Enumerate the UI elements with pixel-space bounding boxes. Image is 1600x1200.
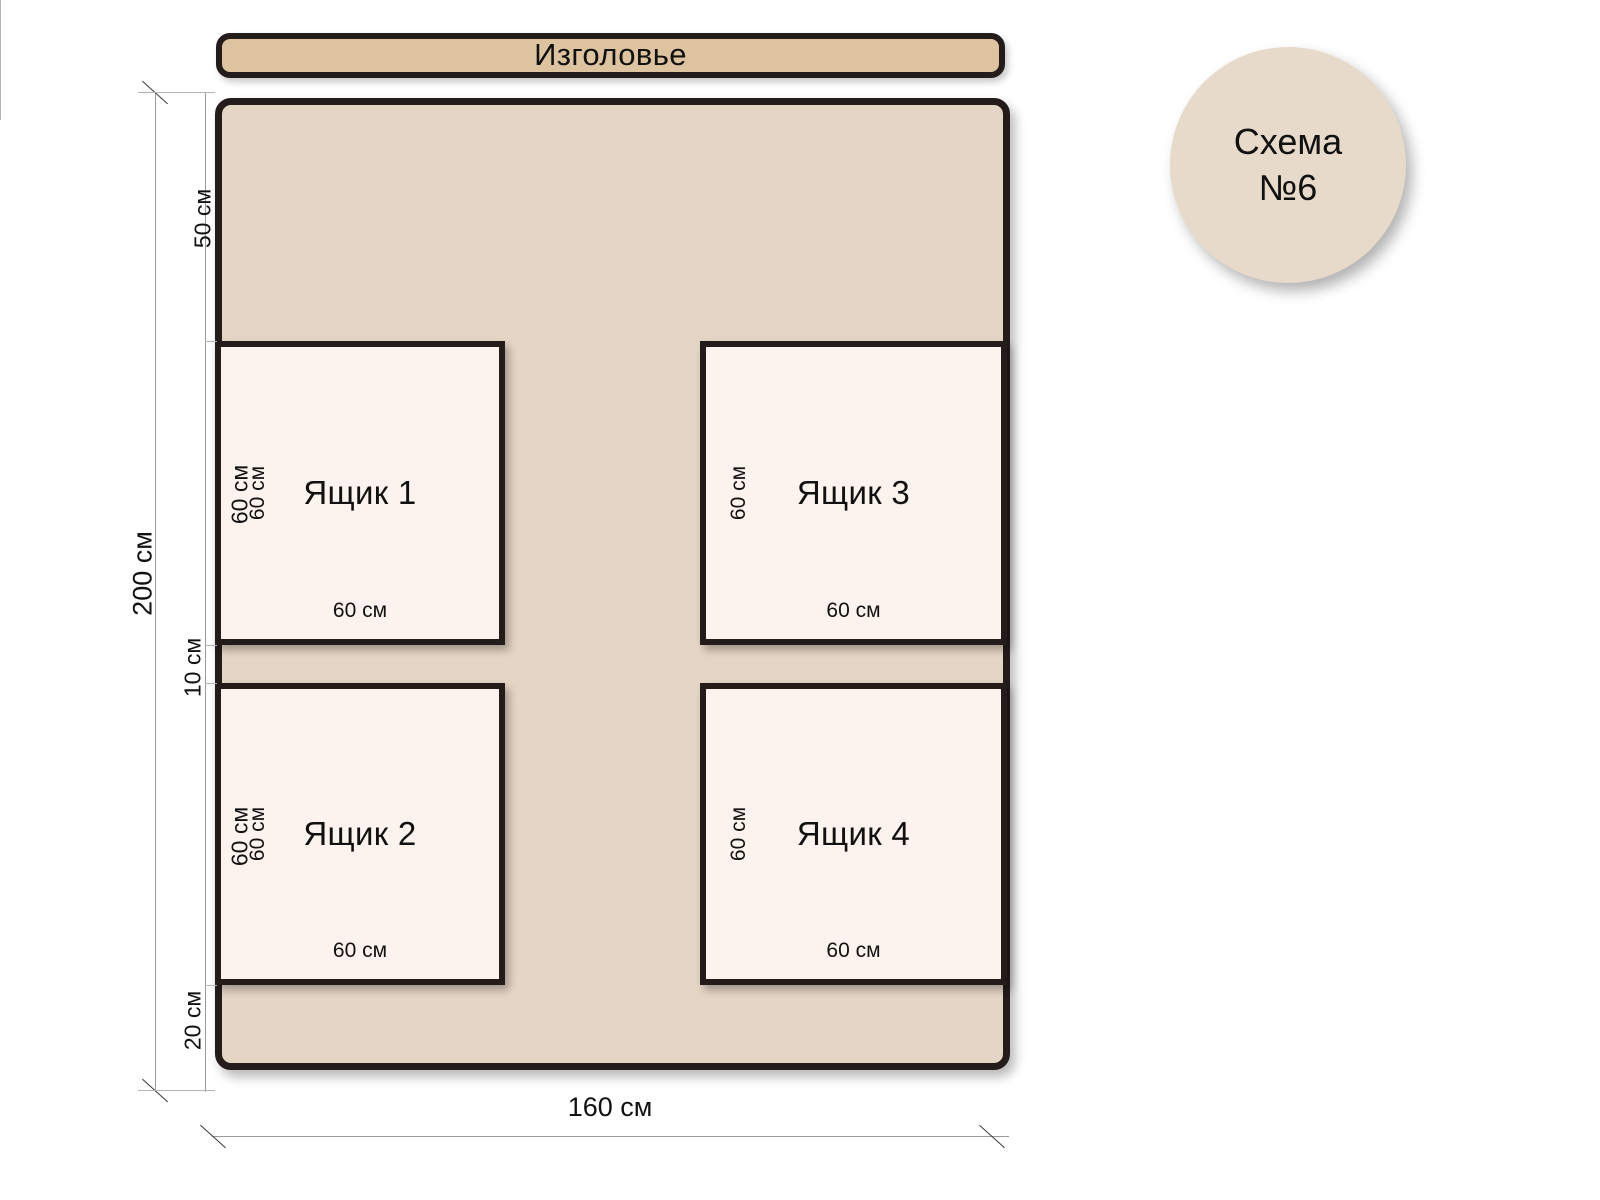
drawer-3-name: Ящик 3 <box>796 474 911 511</box>
witness-line <box>0 60 1 120</box>
drawer-2: 60 см Ящик 2 60 см <box>215 683 505 985</box>
drawer-2-width-label: 60 см <box>332 939 388 962</box>
total-width-label: 160 см <box>567 1092 653 1122</box>
drawer-1-name: Ящик 1 <box>303 474 417 511</box>
drawer-4-name: Ящик 4 <box>796 815 911 852</box>
segment-label-bottom-margin: 20 см <box>179 990 206 1051</box>
drawer-1-width-label: 60 см <box>332 599 388 622</box>
witness-line <box>0 0 1 60</box>
scheme-badge: Схема №6 <box>1170 47 1406 283</box>
segment-label-middle-gap: 10 см <box>179 637 206 698</box>
scheme-badge-number: №6 <box>1258 167 1318 208</box>
total-height-dimension-line <box>155 92 156 1092</box>
total-width-dimension-line <box>212 1136 1009 1137</box>
witness-line <box>205 645 217 646</box>
total-height-label: 200 см <box>127 531 158 616</box>
drawer-4: 60 см Ящик 4 60 см <box>700 683 1007 985</box>
drawer-3-width-label: 60 см <box>826 599 881 622</box>
segment-label-drawer-row-1: 60 см <box>226 464 253 525</box>
drawer-1: 60 см Ящик 1 60 см <box>215 341 505 645</box>
headboard-bar: Изголовье <box>216 33 1005 78</box>
segment-label-top-margin: 50 см <box>189 188 216 249</box>
drawer-4-width-label: 60 см <box>826 939 881 962</box>
witness-line <box>205 683 217 684</box>
scheme-badge-title: Схема <box>1233 121 1343 163</box>
witness-line <box>138 92 215 93</box>
drawer-2-name: Ящик 2 <box>303 815 417 852</box>
headboard-label: Изголовье <box>534 36 687 72</box>
witness-line <box>205 341 217 342</box>
drawer-3: 60 см Ящик 3 60 см <box>700 341 1007 645</box>
witness-line <box>138 1090 215 1091</box>
witness-line <box>205 985 217 986</box>
segment-dimension-line <box>205 92 206 1092</box>
segment-label-drawer-row-2: 60 см <box>226 806 253 867</box>
